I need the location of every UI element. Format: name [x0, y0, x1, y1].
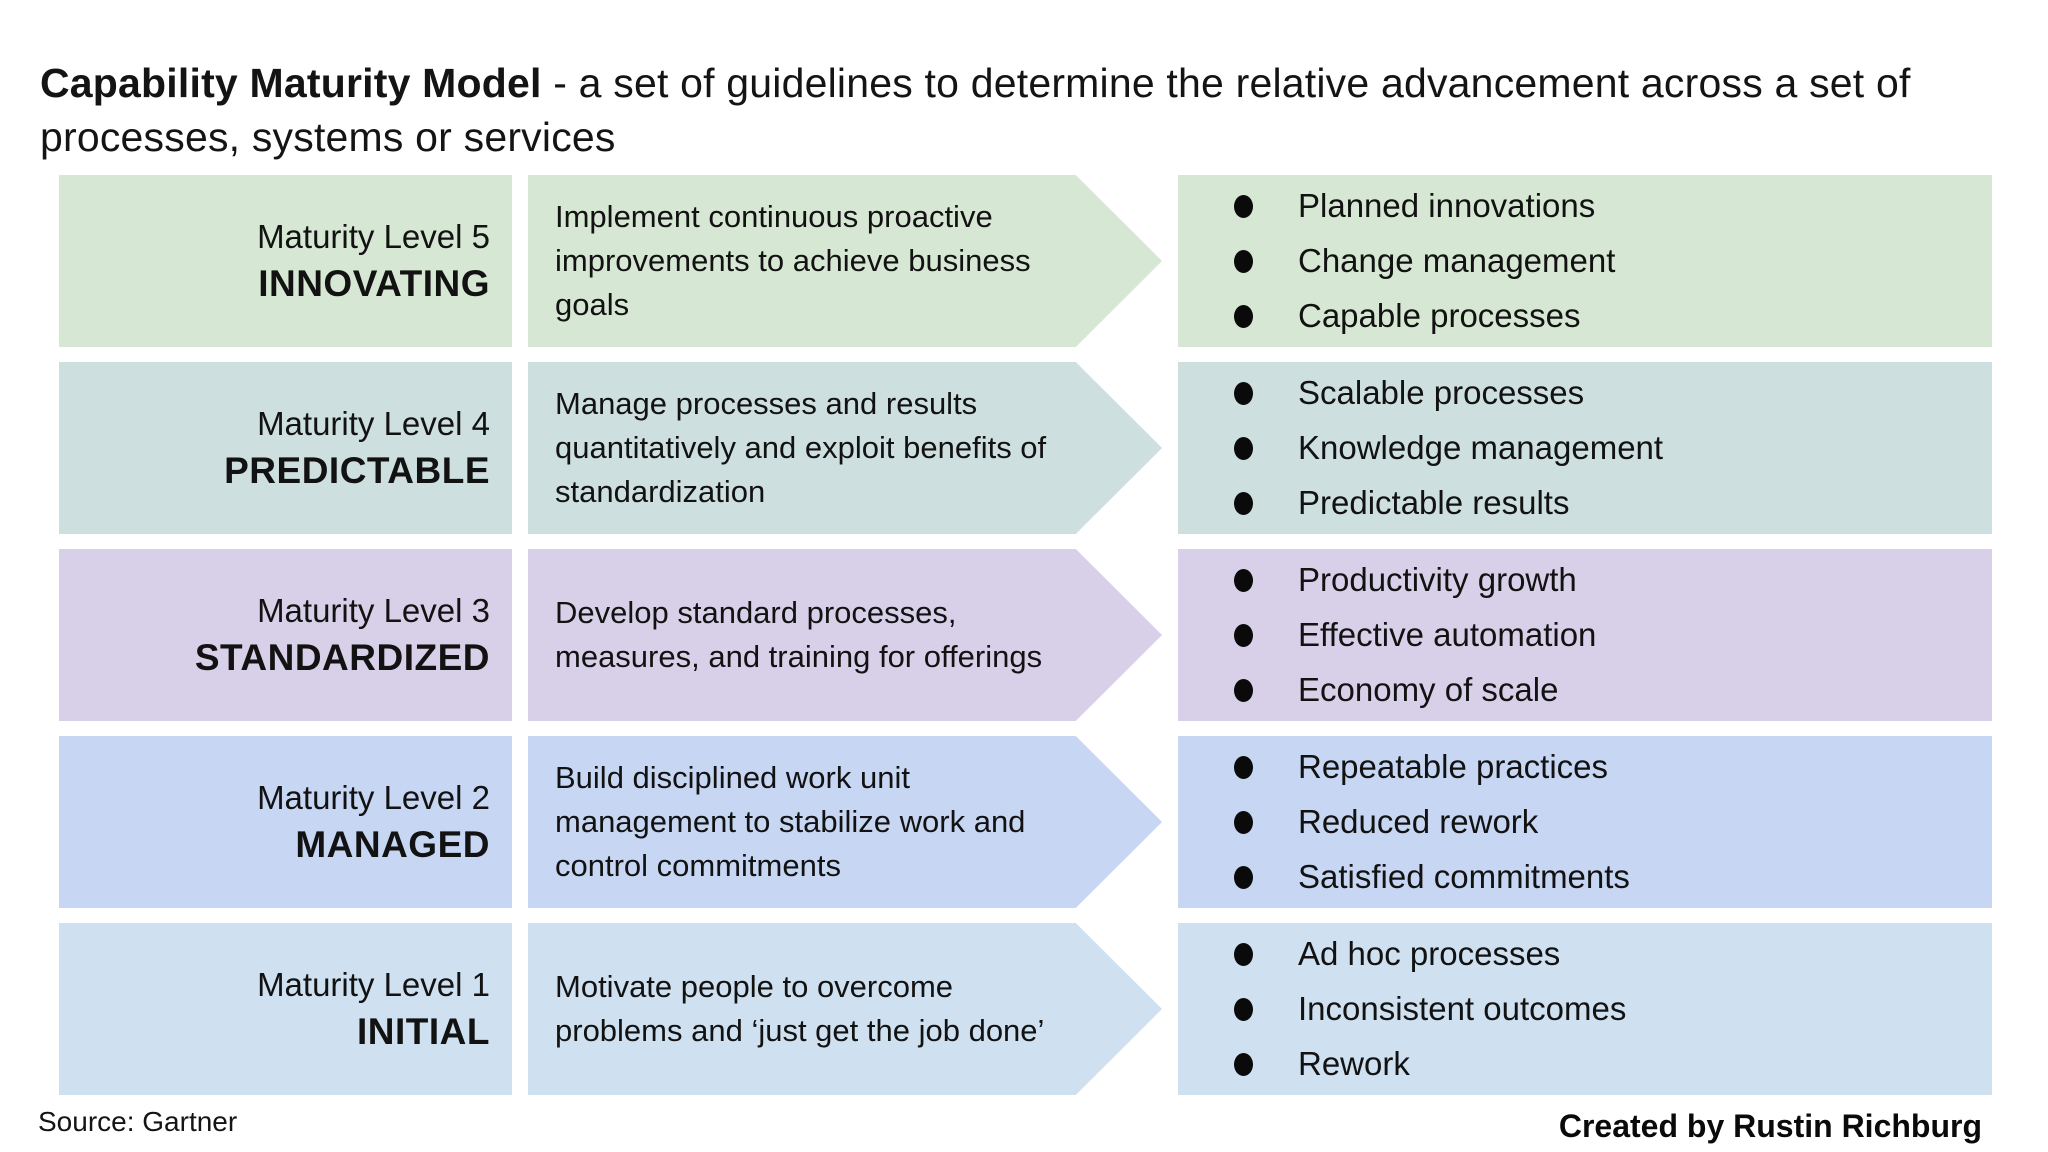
level-name-label: PREDICTABLE — [224, 449, 490, 491]
level-description: Implement continuous proactive improveme… — [555, 199, 1031, 322]
level-name-label: STANDARDIZED — [194, 636, 490, 678]
level-description: Develop standard processes, measures, an… — [555, 595, 1043, 674]
outcome-item: Capable processes — [1234, 296, 1992, 336]
outcome-label: Planned innovations — [1298, 187, 1596, 224]
outcome-label: Satisfied commitments — [1298, 858, 1630, 895]
outcome-label: Inconsistent outcomes — [1298, 990, 1627, 1027]
level-number-label: Maturity Level 2 — [257, 778, 490, 816]
bullet-icon — [1234, 436, 1253, 460]
bullet-icon — [1234, 568, 1253, 592]
maturity-row-level-3: Maturity Level 3 STANDARDIZED Develop st… — [59, 549, 1992, 721]
outcome-label: Effective automation — [1298, 616, 1597, 653]
level-number-label: Maturity Level 1 — [257, 965, 490, 1003]
outcome-label: Reduced rework — [1298, 803, 1539, 840]
outcome-item: Effective automation — [1234, 615, 1992, 655]
maturity-row-level-1: Maturity Level 1 INITIAL Motivate people… — [59, 923, 1992, 1095]
bullet-icon — [1234, 249, 1253, 273]
outcomes-box: Planned innovations Change management Ca… — [1178, 175, 1992, 347]
outcome-item: Economy of scale — [1234, 670, 1992, 710]
level-number-label: Maturity Level 3 — [257, 591, 490, 629]
outcome-label: Scalable processes — [1298, 374, 1585, 411]
bullet-icon — [1234, 755, 1253, 779]
author-credit: Created by Rustin Richburg — [1558, 1108, 1982, 1144]
outcome-label: Economy of scale — [1298, 671, 1559, 708]
outcome-item: Productivity growth — [1234, 560, 1992, 600]
outcome-label: Knowledge management — [1298, 429, 1664, 466]
page-title-bold: Capability Maturity Model — [40, 60, 542, 106]
outcome-label: Ad hoc processes — [1298, 935, 1561, 972]
bullet-icon — [1234, 678, 1253, 702]
level-number-label: Maturity Level 5 — [257, 217, 490, 255]
outcome-label: Rework — [1298, 1045, 1410, 1082]
description-arrow: Manage processes and results quantitativ… — [528, 362, 1162, 534]
bullet-icon — [1234, 810, 1253, 834]
bullet-icon — [1234, 304, 1253, 328]
bullet-icon — [1234, 194, 1253, 218]
description-arrow: Implement continuous proactive improveme… — [528, 175, 1162, 347]
bullet-icon — [1234, 623, 1253, 647]
bullet-icon — [1234, 997, 1253, 1021]
outcome-item: Repeatable practices — [1234, 747, 1992, 787]
outcome-label: Productivity growth — [1298, 561, 1577, 598]
level-description: Build disciplined work unit management t… — [555, 760, 1026, 883]
level-label-box: Maturity Level 5 INNOVATING — [59, 175, 512, 347]
description-arrow: Develop standard processes, measures, an… — [528, 549, 1162, 721]
bullet-icon — [1234, 491, 1253, 515]
outcomes-box: Ad hoc processes Inconsistent outcomes R… — [1178, 923, 1992, 1095]
page-title: Capability Maturity Model - a set of gui… — [40, 56, 2005, 164]
outcome-item: Ad hoc processes — [1234, 934, 1992, 974]
maturity-row-level-5: Maturity Level 5 INNOVATING Implement co… — [59, 175, 1992, 347]
outcomes-box: Scalable processes Knowledge management … — [1178, 362, 1992, 534]
description-arrow: Build disciplined work unit management t… — [528, 736, 1162, 908]
level-name-label: INNOVATING — [258, 262, 490, 304]
bullet-icon — [1234, 381, 1253, 405]
level-description: Manage processes and results quantitativ… — [555, 386, 1047, 509]
maturity-row-level-4: Maturity Level 4 PREDICTABLE Manage proc… — [59, 362, 1992, 534]
level-name-label: MANAGED — [295, 823, 490, 865]
outcome-label: Predictable results — [1298, 484, 1570, 521]
bullet-icon — [1234, 942, 1253, 966]
outcome-item: Knowledge management — [1234, 428, 1992, 468]
level-label-box: Maturity Level 1 INITIAL — [59, 923, 512, 1095]
outcome-item: Inconsistent outcomes — [1234, 989, 1992, 1029]
outcome-item: Satisfied commitments — [1234, 857, 1992, 897]
bullet-icon — [1234, 1052, 1253, 1076]
bullet-icon — [1234, 865, 1253, 889]
level-name-label: INITIAL — [357, 1010, 490, 1052]
level-label-box: Maturity Level 2 MANAGED — [59, 736, 512, 908]
outcome-item: Rework — [1234, 1044, 1992, 1084]
description-arrow: Motivate people to overcome problems and… — [528, 923, 1162, 1095]
outcome-label: Change management — [1298, 242, 1616, 279]
outcome-item: Predictable results — [1234, 483, 1992, 523]
level-number-label: Maturity Level 4 — [257, 404, 490, 442]
outcome-item: Reduced rework — [1234, 802, 1992, 842]
outcome-item: Planned innovations — [1234, 186, 1992, 226]
maturity-row-level-2: Maturity Level 2 MANAGED Build disciplin… — [59, 736, 1992, 908]
outcome-item: Change management — [1234, 241, 1992, 281]
outcome-item: Scalable processes — [1234, 373, 1992, 413]
outcomes-box: Productivity growth Effective automation… — [1178, 549, 1992, 721]
level-description: Motivate people to overcome problems and… — [555, 969, 1045, 1048]
level-label-box: Maturity Level 4 PREDICTABLE — [59, 362, 512, 534]
outcome-label: Repeatable practices — [1298, 748, 1609, 785]
outcomes-box: Repeatable practices Reduced rework Sati… — [1178, 736, 1992, 908]
page-title-rest: - a set of guidelines to determine the r… — [40, 60, 1911, 160]
outcome-label: Capable processes — [1298, 297, 1581, 334]
level-label-box: Maturity Level 3 STANDARDIZED — [59, 549, 512, 721]
source-attribution: Source: Gartner — [38, 1106, 238, 1137]
maturity-rows: Maturity Level 5 INNOVATING Implement co… — [59, 175, 1992, 1095]
